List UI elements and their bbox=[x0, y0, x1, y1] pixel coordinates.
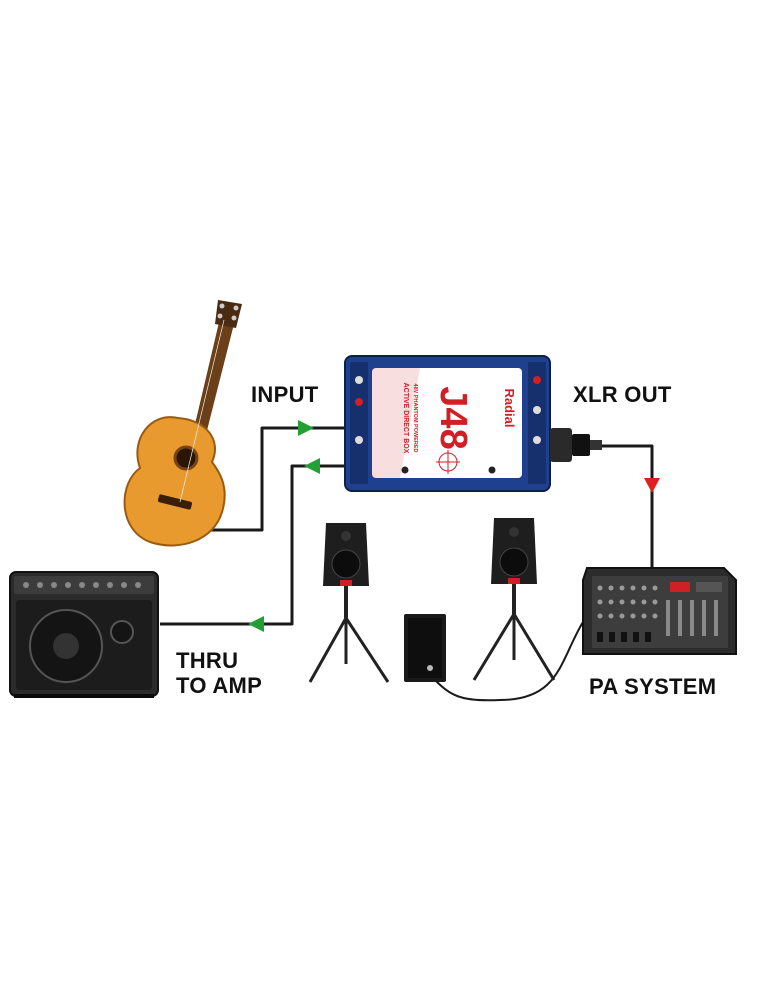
direct-box-icon: J48 ACTIVE DIRECT BOX 48V PHANTOM POWERE… bbox=[344, 355, 602, 492]
powered-mixer-icon bbox=[582, 567, 737, 655]
thru-label-line2: TO AMP bbox=[176, 672, 263, 698]
device-phantom: 48V PHANTOM POWERED bbox=[412, 384, 418, 453]
thru-arrow-amp bbox=[248, 616, 264, 632]
xlr-arrow bbox=[644, 478, 660, 493]
pa-speaker-icon bbox=[308, 523, 390, 683]
speaker-cable bbox=[434, 621, 584, 702]
crosshair-icon bbox=[436, 450, 460, 474]
xlr-cable bbox=[600, 444, 654, 567]
thru-label-line1: THRU bbox=[176, 648, 239, 673]
xlr-connector-icon bbox=[550, 428, 602, 462]
device-model: J48 bbox=[432, 386, 474, 449]
pa-speaker-icon bbox=[472, 518, 556, 681]
input-label: INPUT bbox=[251, 382, 319, 407]
acoustic-guitar-icon bbox=[123, 300, 242, 547]
device-subtitle: ACTIVE DIRECT BOX bbox=[402, 383, 409, 454]
thru-arrow-top bbox=[304, 458, 320, 474]
subwoofer-icon bbox=[404, 614, 446, 682]
xlr-out-label: XLR OUT bbox=[573, 382, 672, 407]
thru-to-amp-label: THRU TO AMP bbox=[176, 648, 263, 698]
pa-system-label: PA SYSTEM bbox=[589, 674, 717, 699]
input-arrow bbox=[298, 420, 314, 436]
guitar-amp-icon bbox=[9, 571, 159, 698]
device-brand: Radial bbox=[502, 388, 517, 427]
